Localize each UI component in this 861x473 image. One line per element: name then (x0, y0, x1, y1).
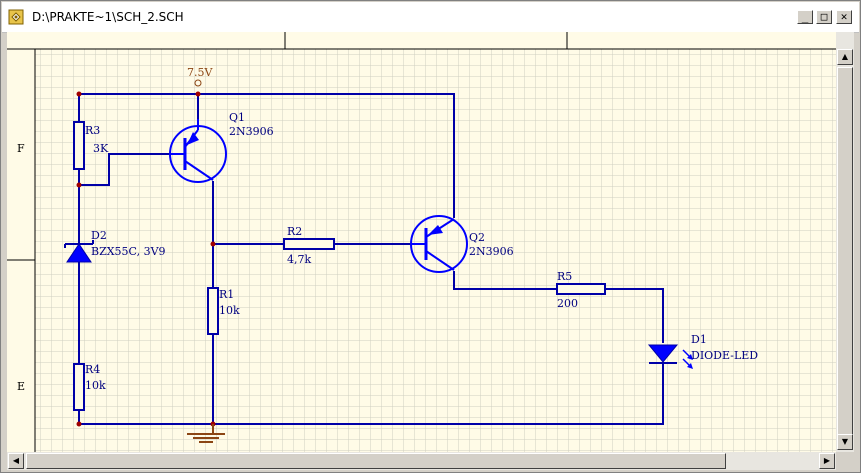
resistor-r3[interactable]: R3 3K (73, 121, 109, 170)
d2-ref: D2 (91, 229, 107, 242)
scroll-left-button[interactable]: ◀ (8, 453, 24, 469)
resistor-r4[interactable]: R4 10k (73, 363, 106, 411)
zone-label-e: E (17, 380, 25, 393)
r2-value: 4,7k (287, 253, 311, 266)
scroll-down-button[interactable]: ▼ (837, 434, 853, 450)
r1-ref: R1 (219, 288, 234, 301)
d1-value: DIODE-LED (691, 349, 758, 362)
q2-ref: Q2 (469, 231, 485, 244)
q2-value: 2N3906 (469, 245, 514, 258)
resistor-r1[interactable]: R1 10k (207, 287, 240, 335)
r1-value: 10k (219, 304, 240, 317)
ground-icon[interactable] (187, 424, 225, 443)
wires (78, 93, 664, 425)
window-title: D:\PRAKTE~1\SCH_2.SCH (32, 10, 184, 24)
scroll-right-button[interactable]: ▶ (819, 453, 835, 469)
schematic-doc-icon (8, 9, 24, 25)
q1-value: 2N3906 (229, 125, 274, 138)
d2-value: BZX55C, 3V9 (91, 245, 166, 258)
title-bar[interactable]: D:\PRAKTE~1\SCH_2.SCH _ □ ✕ (2, 2, 859, 33)
sheet-border (7, 32, 836, 452)
vertical-scroll-thumb[interactable] (837, 67, 853, 443)
led-d1[interactable]: D1 DIODE-LED (647, 333, 758, 369)
r3-value: 3K (93, 142, 109, 155)
r5-ref: R5 (557, 270, 572, 283)
minimize-button[interactable]: _ (797, 10, 813, 24)
r3-ref: R3 (85, 124, 100, 137)
junctions (76, 91, 216, 427)
scroll-up-button[interactable]: ▲ (837, 49, 853, 65)
vertical-scrollbar[interactable]: ▲ ▼ (836, 32, 854, 452)
r4-ref: R4 (85, 363, 100, 376)
zone-label-f: F (17, 142, 25, 155)
resistor-r2[interactable]: R2 4,7k (283, 225, 335, 266)
transistor-q2[interactable]: Q2 2N3906 (410, 215, 514, 273)
horizontal-scroll-thumb[interactable] (26, 453, 726, 469)
zener-diode-d2[interactable]: D2 BZX55C, 3V9 (64, 229, 166, 263)
horizontal-scrollbar[interactable]: ◀ ▶ (7, 452, 836, 470)
resistor-r5[interactable]: R5 200 (556, 270, 606, 310)
schematic-canvas[interactable]: F E (7, 32, 836, 452)
d1-ref: D1 (691, 333, 707, 346)
r4-value: 10k (85, 379, 106, 392)
r5-value: 200 (557, 297, 578, 310)
power-port-icon[interactable]: 7.5V (187, 66, 213, 87)
scrollbar-corner (836, 452, 854, 470)
r2-ref: R2 (287, 225, 302, 238)
q1-ref: Q1 (229, 111, 245, 124)
transistor-q1[interactable]: Q1 2N3906 (169, 111, 274, 183)
close-button[interactable]: ✕ (836, 10, 852, 24)
power-net-label: 7.5V (187, 66, 213, 79)
maximize-button[interactable]: □ (816, 10, 832, 24)
